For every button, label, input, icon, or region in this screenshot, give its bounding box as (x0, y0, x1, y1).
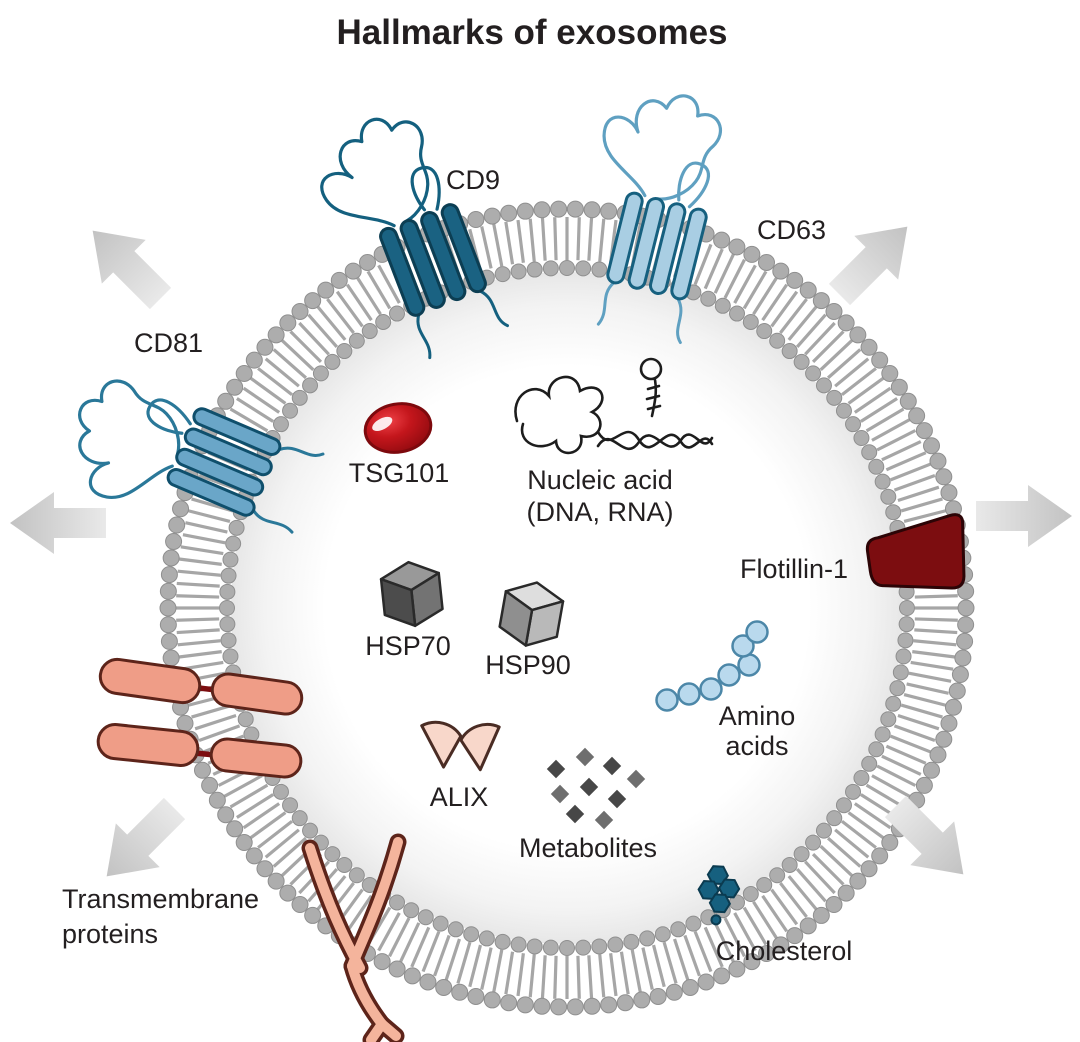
amino-acid-chain (655, 620, 769, 712)
flotillin-label: Flotillin-1 (740, 554, 848, 584)
release-arrow-top-right (817, 204, 930, 317)
release-arrow-bottom-left (84, 786, 197, 899)
release-arrow-right (976, 485, 1072, 547)
amino-acids-label-line2: acids (725, 731, 788, 761)
release-arrow-left (10, 492, 106, 554)
cd9-label: CD9 (446, 165, 500, 195)
transmembrane-protein-pair-1 (98, 657, 304, 716)
cholesterol-label: Cholesterol (716, 936, 853, 966)
tsg101-protein (363, 402, 433, 454)
transmembrane-label-line2: proteins (62, 919, 158, 949)
amino-acids-label-line1: Amino (719, 701, 796, 731)
nucleic-acid-label-line1: Nucleic acid (527, 465, 673, 495)
alix-protein (420, 720, 501, 772)
flotillin-protein (865, 513, 966, 590)
hsp90-label: HSP90 (485, 650, 571, 680)
hsp70-cube (379, 560, 444, 628)
cd63-label: CD63 (757, 215, 826, 245)
tsg101-label: TSG101 (349, 458, 450, 488)
cholesterol-molecule (695, 861, 743, 926)
transmembrane-receptor-y (301, 833, 407, 1042)
hsp90-cube (498, 581, 565, 647)
hsp70-label: HSP70 (365, 631, 451, 661)
alix-label: ALIX (430, 782, 489, 812)
nucleic-acid-label-line2: (DNA, RNA) (527, 497, 674, 527)
release-arrow-top-left (70, 208, 183, 321)
cd81-label: CD81 (134, 328, 203, 358)
transmembrane-protein-pair-2 (96, 723, 303, 779)
diagram-title: Hallmarks of exosomes (336, 13, 727, 52)
metabolites-label: Metabolites (519, 833, 657, 863)
nucleic-acid-doodles (514, 357, 714, 455)
transmembrane-label-line1: Transmembrane (62, 884, 259, 914)
